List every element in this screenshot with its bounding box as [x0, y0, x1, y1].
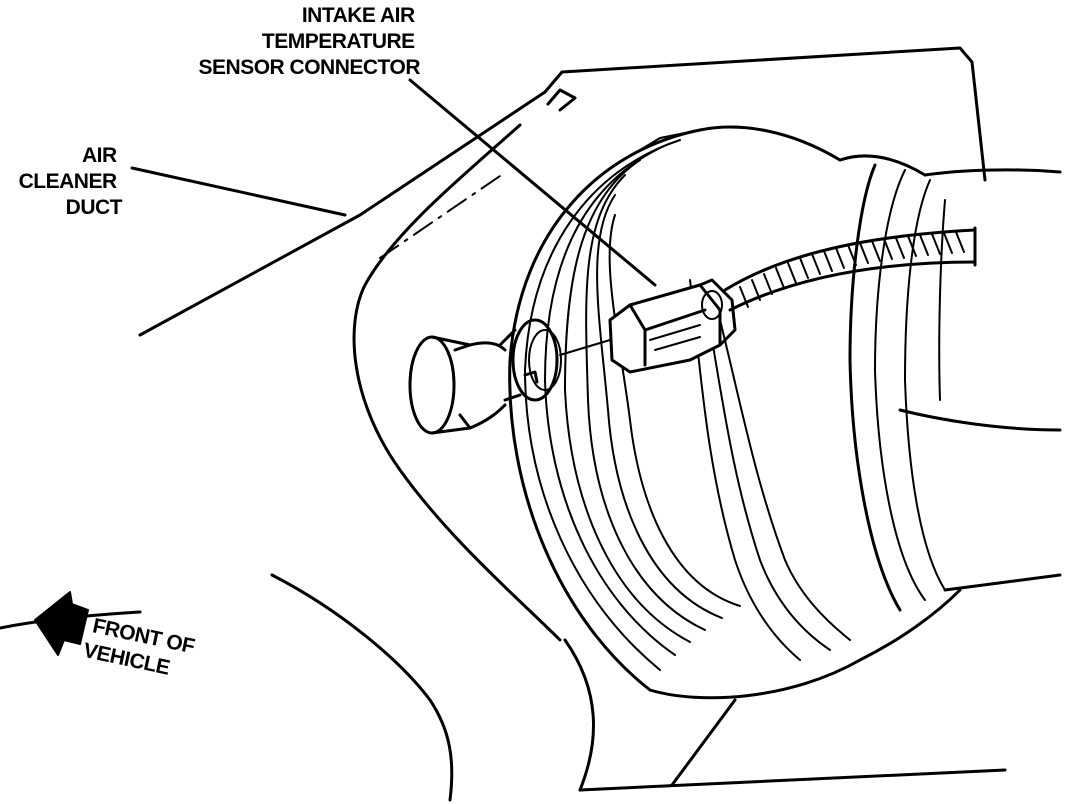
label-intake-air-sensor: INTAKE AIR TEMPERATURE SENSOR CONNECTOR — [199, 4, 421, 79]
leader-air-cleaner-duct — [130, 166, 347, 217]
leader-lines — [130, 78, 657, 287]
air-cleaner-duct-housing — [0, 46, 1007, 802]
leader-sensor-connector — [408, 78, 657, 287]
front-arrow-icon — [34, 591, 89, 656]
wiring-harness — [723, 226, 977, 312]
label-air-cleaner-duct: AIR CLEANER DUCT — [19, 144, 123, 219]
label-front-of-vehicle: FRONT OF VEHICLE — [81, 614, 201, 685]
temperature-sensor — [408, 318, 611, 435]
sensor-connector — [608, 278, 737, 374]
duct-bellows — [508, 125, 1062, 700]
